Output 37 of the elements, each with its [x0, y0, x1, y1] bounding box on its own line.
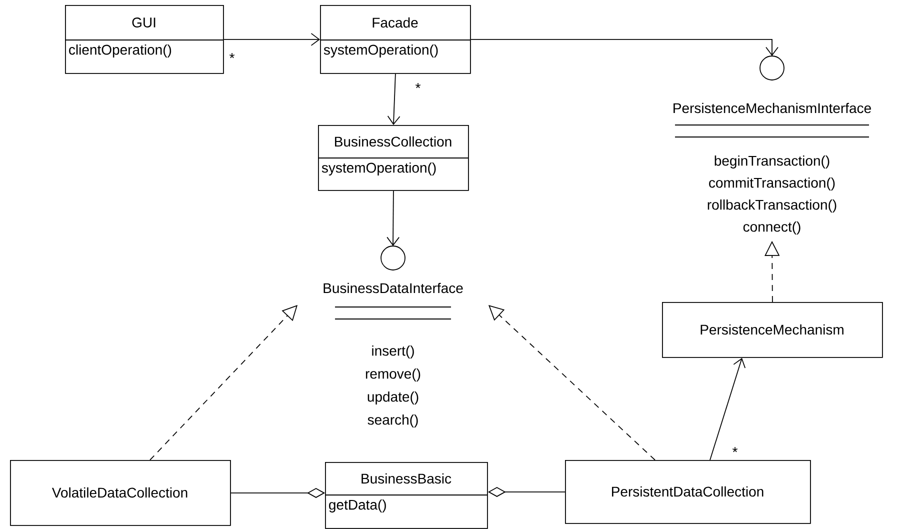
arrow [470, 39, 778, 56]
class-name: PersistentDataCollection [612, 486, 764, 497]
class-name: PersistenceMechanism [700, 324, 844, 335]
class-box [64, 5, 224, 74]
arrow [387, 73, 400, 125]
class-box [10, 460, 231, 526]
interface-name: PersistenceMechanismInterface [674, 102, 871, 114]
arrow [230, 488, 325, 498]
class-name: BusinessBasic [362, 473, 452, 484]
method-name: update() [368, 391, 418, 405]
class-name: BusinessCollection [335, 136, 452, 147]
class-box [565, 460, 811, 524]
class-box [318, 125, 469, 191]
multiplicity-label: * [414, 82, 422, 94]
class-box [324, 462, 488, 529]
method-name: clientOperation() [69, 44, 172, 58]
class-name: VolatileDataCollection [52, 487, 188, 498]
method-name: search() [368, 414, 418, 428]
multiplicity-label: * [228, 52, 236, 64]
method-name: getData() [329, 499, 386, 512]
class-box [662, 302, 883, 358]
arrow [386, 190, 400, 246]
method-name: systemOperation() [322, 162, 436, 176]
method-name: connect() [743, 221, 800, 235]
arrow [710, 358, 746, 460]
arrow [223, 33, 320, 46]
class-box [320, 5, 471, 74]
class-name: Facade [372, 17, 418, 28]
interface-name: BusinessDataInterface [324, 282, 463, 294]
multiplicity-label: * [731, 446, 739, 458]
method-name: commitTransaction() [709, 177, 835, 191]
method-name: remove() [366, 368, 420, 382]
method-name: rollbackTransaction() [708, 199, 836, 213]
method-name: beginTransaction() [714, 155, 830, 169]
method-name: insert() [372, 345, 414, 359]
method-name: systemOperation() [324, 44, 438, 58]
class-name: GUI [132, 18, 156, 28]
